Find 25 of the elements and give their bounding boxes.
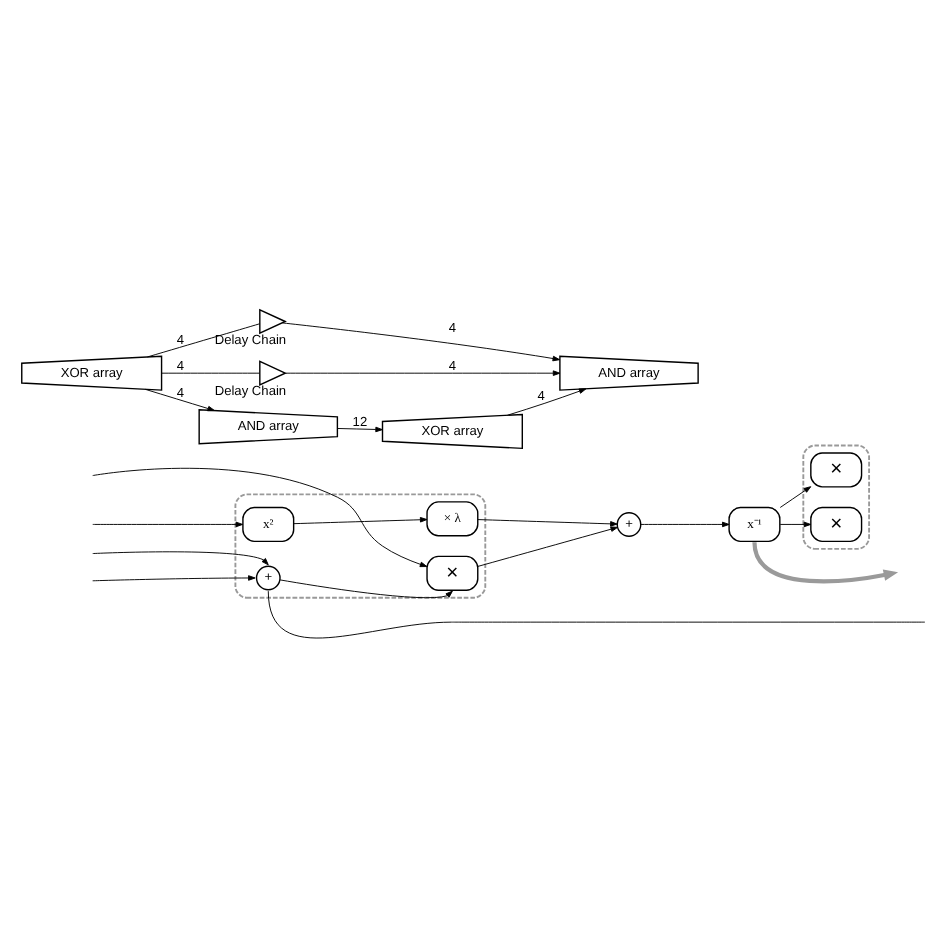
arrow bbox=[779, 486, 812, 508]
arrow bbox=[337, 426, 383, 433]
node-triangle bbox=[259, 308, 287, 335]
arrow bbox=[92, 467, 428, 568]
arrow bbox=[477, 526, 619, 567]
arrow bbox=[92, 575, 256, 582]
node-box: × bbox=[810, 506, 863, 543]
arrow bbox=[92, 551, 269, 566]
node-box: × bbox=[426, 555, 479, 591]
arrow bbox=[640, 521, 730, 528]
arrow bbox=[282, 322, 561, 362]
connector bbox=[161, 372, 261, 374]
arrow bbox=[293, 517, 428, 525]
node-triangle bbox=[259, 360, 287, 387]
connector bbox=[146, 323, 261, 358]
connector bbox=[267, 590, 926, 639]
arrow bbox=[279, 579, 453, 599]
arrow bbox=[144, 388, 215, 412]
arrow bbox=[285, 370, 561, 376]
node-box: × bbox=[810, 452, 863, 488]
arrow bbox=[752, 541, 899, 584]
arrow bbox=[477, 519, 618, 527]
arrow bbox=[779, 521, 812, 528]
arrow bbox=[92, 521, 244, 528]
arrow bbox=[507, 388, 587, 416]
